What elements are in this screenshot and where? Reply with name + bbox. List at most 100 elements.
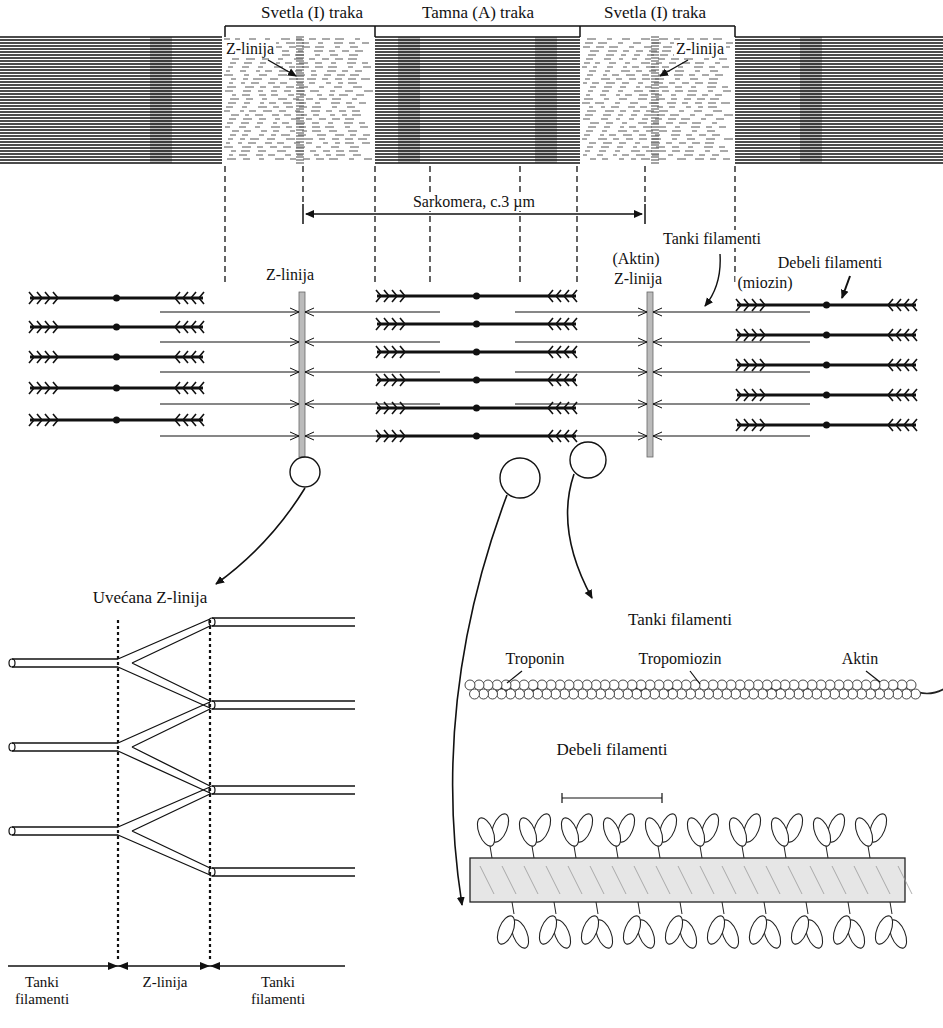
light-band-dash xyxy=(663,47,672,48)
light-band-dash xyxy=(606,55,614,56)
light-band-dash xyxy=(698,107,703,108)
dark-band-striation xyxy=(735,108,943,109)
actin-bead xyxy=(609,680,619,690)
light-band-dash xyxy=(675,87,682,88)
dark-band-striation xyxy=(375,57,580,58)
dark-band-striation xyxy=(0,153,222,154)
light-band-dash xyxy=(585,151,590,152)
light-band-dash xyxy=(241,151,250,152)
light-band-dash xyxy=(603,75,607,76)
light-band-dash xyxy=(724,115,733,116)
light-band-dash xyxy=(672,131,681,132)
actin-bead xyxy=(668,689,678,699)
shaft-texture xyxy=(656,866,670,894)
light-band-dash xyxy=(603,115,611,116)
light-band-dash xyxy=(630,103,638,104)
actin-filament xyxy=(653,403,810,404)
actin-bead xyxy=(546,680,556,690)
dark-band-striation xyxy=(0,48,222,49)
light-band-dash xyxy=(311,111,320,112)
actin-bead xyxy=(771,680,781,690)
dark-band-striation xyxy=(0,51,222,52)
light-band-dash xyxy=(225,127,230,128)
light-band-dash xyxy=(679,143,686,144)
light-band-dash xyxy=(641,39,650,40)
light-band-dash xyxy=(723,159,730,160)
light-band-dash xyxy=(679,111,684,112)
light-band-dash xyxy=(334,87,342,88)
myosin-head xyxy=(536,913,560,946)
myosin-neck xyxy=(806,902,808,914)
actin-bead xyxy=(902,689,912,699)
light-band-dash xyxy=(596,47,604,48)
light-band-dash xyxy=(303,159,310,160)
light-band-dash xyxy=(620,111,626,112)
myosin-neck xyxy=(638,902,640,914)
actin-bead xyxy=(906,680,916,690)
light-band-dash xyxy=(261,131,267,132)
light-band-dash xyxy=(586,59,593,60)
dark-band-striation xyxy=(735,156,943,157)
light-band-dash xyxy=(713,111,722,112)
dark-band-striation xyxy=(0,123,222,124)
light-band-dash xyxy=(348,79,356,80)
actin-bead xyxy=(803,689,813,699)
light-band-dash xyxy=(331,147,339,148)
light-band-dash xyxy=(240,139,245,140)
z-line-hatch xyxy=(651,153,659,154)
light-band-dash xyxy=(262,59,269,60)
light-band-dash xyxy=(585,115,593,116)
light-band-dash xyxy=(323,143,328,144)
light-band-dash xyxy=(284,115,291,116)
dark-band-striation xyxy=(375,123,580,124)
light-band-dash xyxy=(672,151,680,152)
myosin-filament xyxy=(737,424,916,427)
dark-band-striation xyxy=(735,141,943,142)
myosin-head xyxy=(852,815,876,848)
part-label: Svetla (I) traka xyxy=(259,3,365,23)
light-band-dash xyxy=(622,155,629,156)
light-band-dash xyxy=(298,135,306,136)
myosin-neck xyxy=(554,902,556,914)
light-band-dash xyxy=(242,107,247,108)
light-band-dash xyxy=(322,59,329,60)
light-band-dash xyxy=(598,43,607,44)
dark-band-striation xyxy=(375,45,580,46)
light-band-dash xyxy=(619,59,623,60)
actin-bead xyxy=(663,680,673,690)
light-band-dash xyxy=(600,135,604,136)
actin-bead xyxy=(569,689,579,699)
z-line-hatch xyxy=(296,108,304,109)
light-band-dash xyxy=(613,139,619,140)
light-band-dash xyxy=(294,59,303,60)
light-band-dash xyxy=(622,123,627,124)
light-band-dash xyxy=(224,147,233,148)
light-band-dash xyxy=(639,135,646,136)
actin-bead xyxy=(470,689,480,699)
dark-band-striation xyxy=(375,72,580,73)
dark-band-striation xyxy=(375,132,580,133)
myosin-head xyxy=(788,913,812,946)
zoom-circle xyxy=(500,458,540,498)
z-line-hatch xyxy=(296,39,304,40)
light-band-dash xyxy=(699,135,706,136)
shaft-texture xyxy=(678,866,692,894)
light-band-dash xyxy=(646,151,652,152)
part-label: Debeli filamenti xyxy=(776,254,884,272)
light-band-dash xyxy=(671,99,677,100)
light-band-dash xyxy=(230,63,236,64)
light-band-dash xyxy=(248,143,256,144)
light-band-dash xyxy=(350,135,356,136)
myosin-filament xyxy=(30,356,203,359)
light-band-dash xyxy=(317,95,322,96)
z-line-hatch xyxy=(296,84,304,85)
light-band-dash xyxy=(286,107,293,108)
light-band-dash xyxy=(666,143,672,144)
light-band-dash xyxy=(640,107,647,108)
light-band-dash xyxy=(298,51,303,52)
light-band-dash xyxy=(355,71,362,72)
light-band-dash xyxy=(686,107,691,108)
light-band-dash xyxy=(618,91,623,92)
leader-line xyxy=(866,671,880,682)
light-band-dash xyxy=(587,75,593,76)
